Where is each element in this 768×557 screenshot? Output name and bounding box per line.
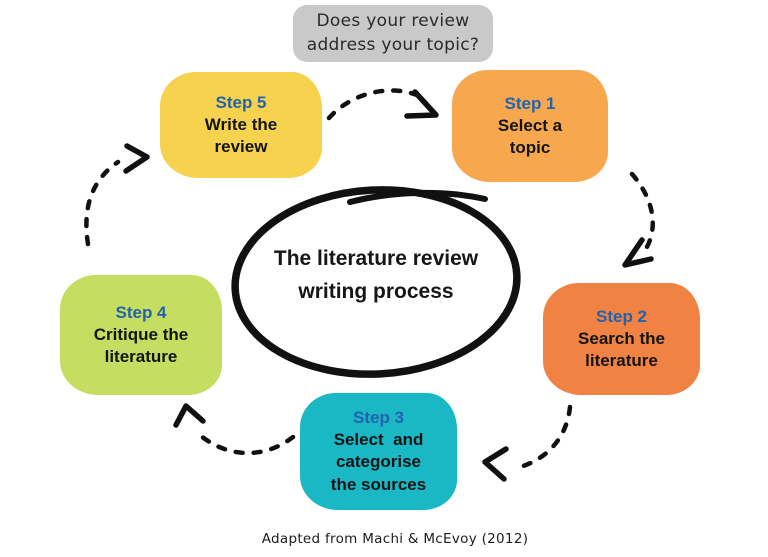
step-5-description: Write the review [204,114,278,157]
step-3-description: Select and categorise the sources [330,429,427,494]
step-4-label: Step 4 [115,302,167,322]
arrow-step4-to-step5 [84,143,150,247]
step-2-label: Step 2 [595,306,648,326]
speech-bubble-text: Does your review address your topic? [306,10,480,55]
step-1-label: Step 1 [504,93,556,113]
step-2-box: Step 2 Search the literature [543,283,700,395]
step-3-label: Step 3 [352,407,405,427]
speech-bubble: Does your review address your topic? [293,5,493,62]
arrow-step2-to-step3 [482,404,573,482]
arrow-step3-to-step4 [173,403,296,456]
arrow-step5-to-step1 [326,88,439,121]
step-5-box: Step 5 Write the review [160,72,322,178]
arrow-step1-to-step2 [622,171,655,268]
step-3-box: Step 3 Select and categorise the sources [300,393,457,510]
step-1-description: Select a topic [497,115,563,158]
step-5-label: Step 5 [215,92,267,112]
step-1-box: Step 1 Select a topic [452,70,608,182]
center-ellipse [231,186,521,378]
step-2-description: Search the literature [578,328,665,371]
step-4-box: Step 4 Critique the literature [60,275,222,395]
source-caption: Adapted from Machi & McEvoy (2012) [261,531,529,547]
step-4-description: Critique the literature [93,324,189,367]
diagram-title: The literature review writing process [273,247,479,303]
